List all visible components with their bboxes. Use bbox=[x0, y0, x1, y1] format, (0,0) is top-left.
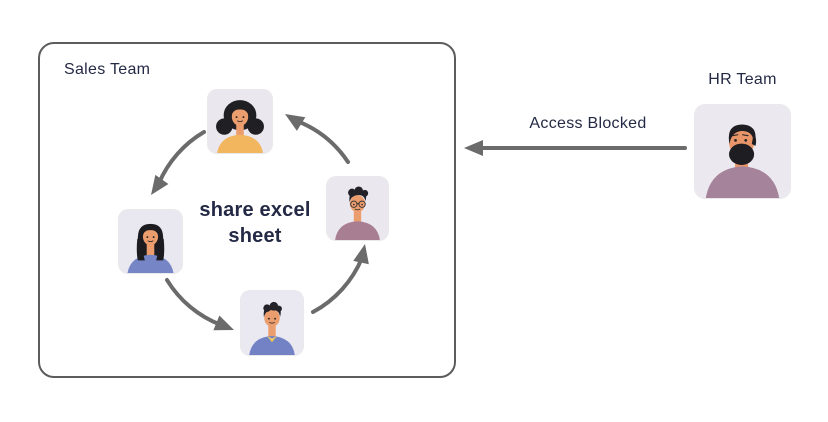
share-excel-text-line2: sheet bbox=[228, 225, 282, 247]
sales-member-avatar-top bbox=[208, 90, 272, 153]
sales-member-avatar-right bbox=[327, 177, 388, 240]
hr-member-avatar bbox=[695, 105, 790, 198]
sales-member-avatar-left bbox=[119, 210, 182, 273]
share-excel-text-line1: share excel bbox=[199, 199, 311, 221]
sales-member-avatar-bottom bbox=[241, 291, 303, 355]
access-blocked-arrow-icon bbox=[464, 140, 687, 156]
sales-team-label: Sales Team bbox=[64, 61, 151, 78]
hr-team-label: HR Team bbox=[708, 71, 777, 88]
access-blocked-label: Access Blocked bbox=[529, 115, 647, 132]
share-excel-sheet-text: share excel sheet bbox=[175, 197, 335, 249]
